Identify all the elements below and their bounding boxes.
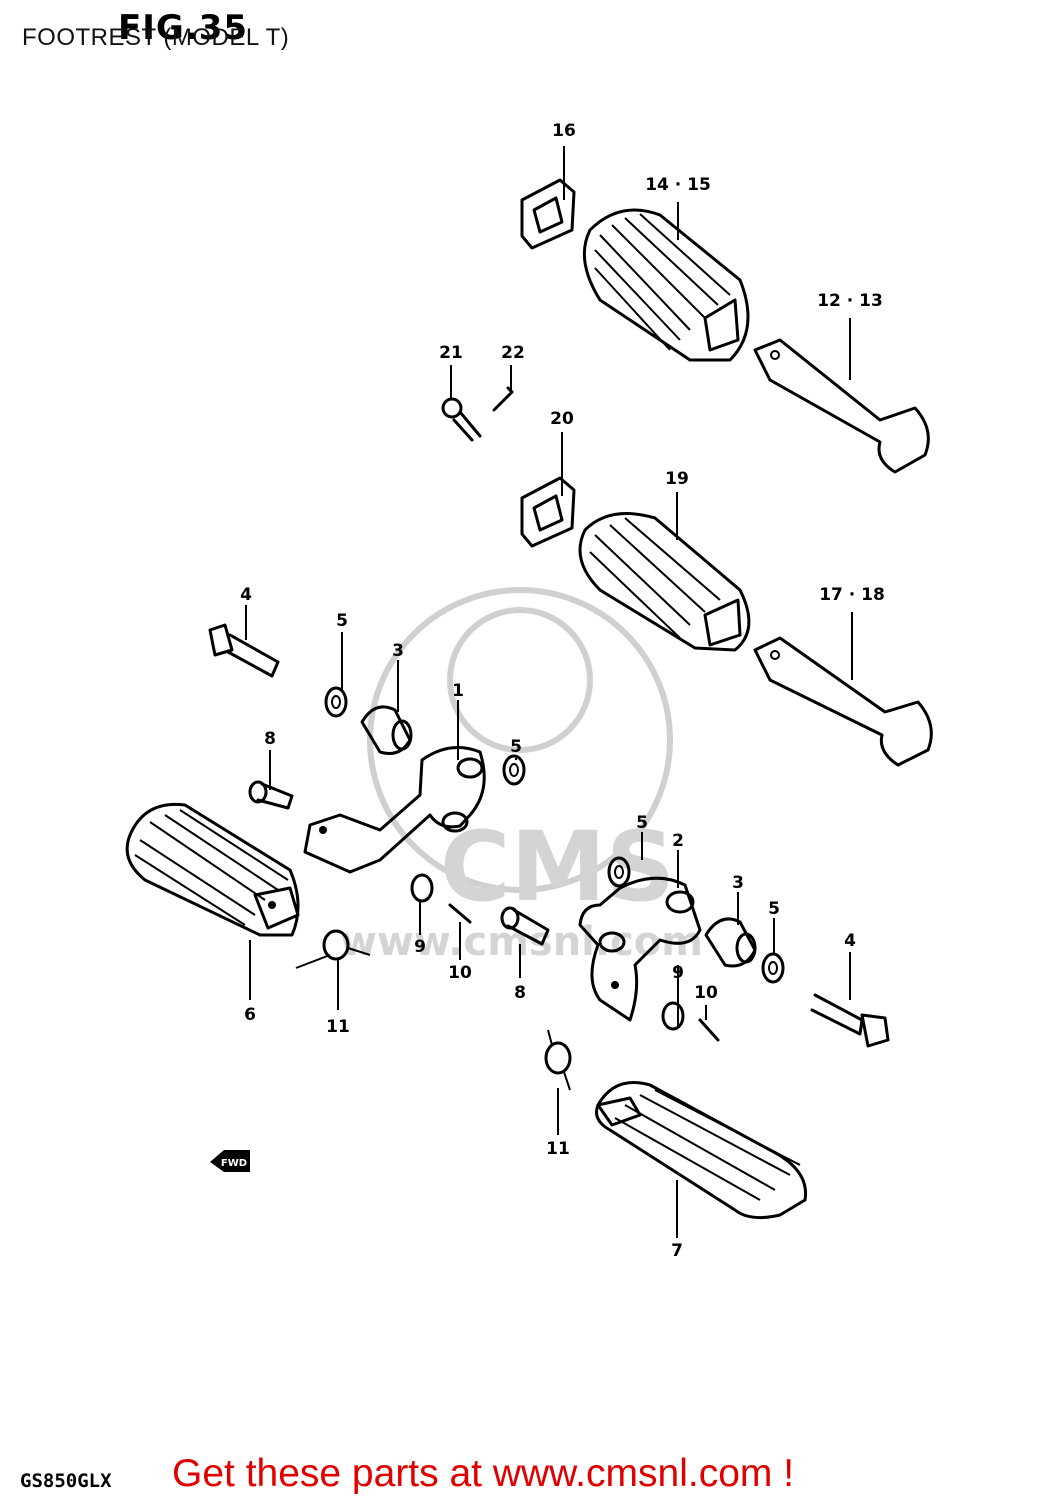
part-1-bracket — [303, 746, 486, 874]
callout-19: 19 — [665, 469, 689, 489]
figure-title: FIG.35 — [118, 8, 249, 48]
fwd-label: FWD — [221, 1158, 247, 1169]
callout-20: 20 — [550, 409, 574, 429]
part-3-bushing-a — [360, 705, 413, 755]
callout-16: 16 — [552, 121, 576, 141]
callout-10-b: 10 — [694, 983, 718, 1003]
part-14-15-rubber — [582, 208, 750, 362]
callout-12-13: 12 · 13 — [817, 291, 883, 311]
part-11-spring-b — [544, 1029, 572, 1091]
part-22-spring — [492, 386, 514, 412]
part-21-bolt — [441, 397, 482, 442]
watermark-brand: CMS — [440, 811, 675, 923]
part-3-bushing-b — [704, 917, 757, 968]
callout-4-left: 4 — [240, 585, 252, 605]
callout-9-a: 9 — [414, 937, 426, 957]
callout-1: 1 — [452, 681, 464, 701]
part-9-washer-a — [410, 873, 434, 903]
callout-8-left: 8 — [264, 729, 276, 749]
part-12-13-pin — [753, 338, 930, 474]
callout-17-18: 17 · 18 — [819, 585, 885, 605]
callout-labels: 16 14 · 15 12 · 13 21 22 20 19 17 · 18 4… — [240, 121, 885, 1261]
part-19-rubber — [578, 512, 751, 652]
callout-21: 21 — [439, 343, 463, 363]
callout-3-a: 3 — [392, 641, 404, 661]
callout-2: 2 — [672, 831, 684, 851]
callout-5-a: 5 — [336, 611, 348, 631]
part-17-18-pin — [753, 636, 933, 767]
part-5-washer-b — [502, 754, 526, 786]
model-code: GS850GLX — [20, 1470, 112, 1492]
callout-5-c: 5 — [636, 813, 648, 833]
callout-22: 22 — [501, 343, 525, 363]
part-6-footrest-left — [125, 802, 300, 937]
cms-watermark: CMS www.cmsnl.com — [340, 587, 703, 965]
watermark-url: www.cmsnl.com — [340, 919, 703, 965]
part-5-washer-c — [607, 856, 631, 888]
part-8-pin-left — [248, 780, 294, 810]
leader-lines — [245, 146, 853, 1238]
part-10-cotter-a — [448, 903, 472, 924]
callout-9-b: 9 — [672, 963, 684, 983]
part-2-bracket — [578, 876, 702, 1022]
callout-4-right: 4 — [844, 931, 856, 951]
callout-5-b: 5 — [510, 737, 522, 757]
part-5-washer-d — [761, 952, 785, 984]
callout-6: 6 — [244, 1005, 256, 1025]
part-16-plate — [520, 178, 576, 250]
figure-subtitle: FOOTREST (MODEL T) — [22, 24, 290, 51]
callout-3-b: 3 — [732, 873, 744, 893]
part-5-washer-a — [324, 686, 348, 718]
callout-14-15: 14 · 15 — [645, 175, 711, 195]
part-11-spring-a — [295, 929, 371, 969]
part-20-plate — [520, 476, 576, 548]
part-9-washer-b — [661, 1001, 685, 1031]
callout-10-a: 10 — [448, 963, 472, 983]
part-4-bolt-right — [810, 993, 890, 1048]
part-10-cotter-b — [698, 1018, 720, 1042]
callout-5-d: 5 — [768, 899, 780, 919]
callout-8-right: 8 — [514, 983, 526, 1003]
cta-link-text[interactable]: Get these parts at www.cmsnl.com ! — [172, 1452, 795, 1495]
part-8-pin-right — [500, 906, 550, 946]
fwd-arrow-icon: FWD — [210, 1150, 250, 1172]
part-7-footrest-right — [595, 1081, 808, 1220]
callout-7: 7 — [671, 1241, 683, 1261]
callout-11-a: 11 — [326, 1017, 350, 1037]
part-4-bolt-left — [208, 623, 280, 678]
callout-11-b: 11 — [546, 1139, 570, 1159]
